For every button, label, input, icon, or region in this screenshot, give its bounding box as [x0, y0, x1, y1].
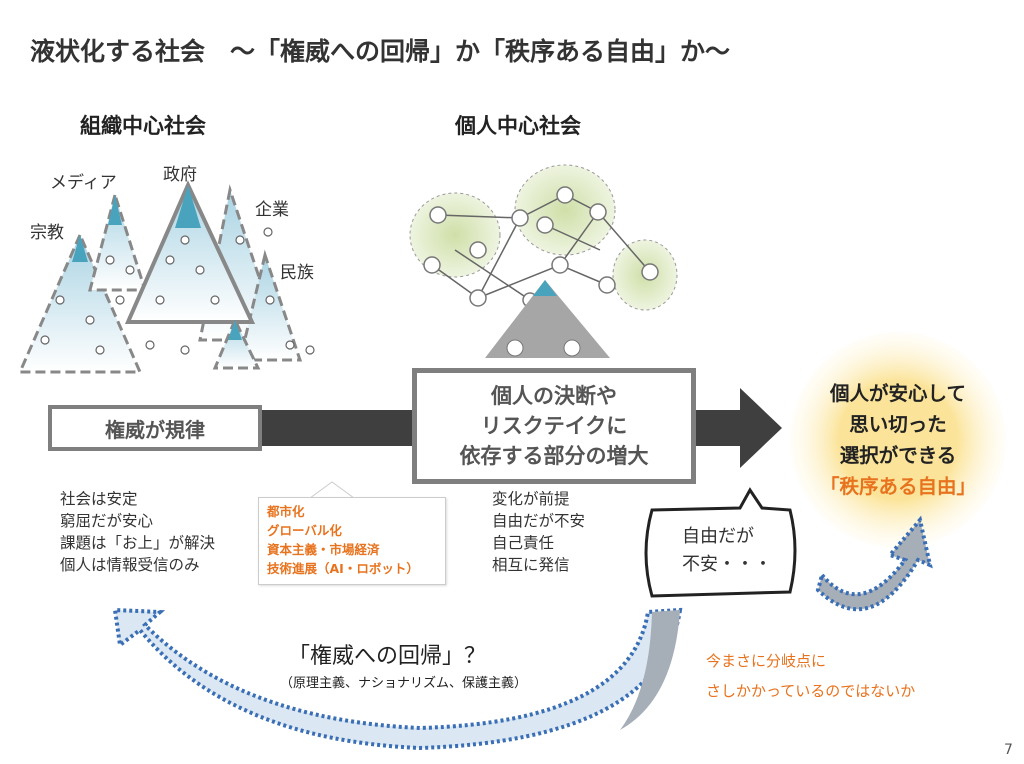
trait: 窮屈だが安心 [60, 512, 154, 530]
goal-circle [790, 332, 1006, 548]
driver: 都市化 [267, 504, 305, 519]
small-pyramid [485, 280, 610, 358]
label-corporate: 企業 [255, 200, 289, 220]
label-religion: 宗教 [30, 223, 64, 243]
individual-decision-box: 個人の決断や リスクテイクに 依存する部分の増大 [412, 368, 696, 484]
trait: 社会は安定 [60, 490, 138, 508]
goal-line: 思い切った [849, 413, 947, 436]
individual-nodes [423, 186, 659, 308]
slide-title: 液状化する社会 ～「権威への回帰」か「秩序ある自由」か～ [30, 37, 731, 66]
trait: 課題は「お上」が解決 [60, 534, 216, 552]
page-number: 7 [1004, 742, 1013, 758]
drivers-box: 都市化 グローバル化 資本主義・市場経済 技術進展（AI・ロボット） [258, 497, 446, 585]
note-line: さしかかっているのではないか [706, 682, 916, 700]
regression-sub: （原理主義、ナショナリズム、保護主義） [280, 676, 528, 691]
label-government: 政府 [163, 165, 197, 185]
box-line: 依存する部分の増大 [459, 444, 649, 468]
driver: 資本主義・市場経済 [267, 542, 380, 557]
box-line: リスクテイクに [480, 414, 628, 438]
organization-society-heading: 組織中心社会 [80, 114, 206, 138]
trait: 変化が前提 [492, 490, 570, 508]
box-line: 個人の決断や [491, 384, 617, 408]
progress-arrow [815, 515, 933, 612]
bubble-line: 不安・・・ [682, 554, 772, 575]
goal-text: 個人が安心して 思い切った 選択ができる 「秩序ある自由」 [790, 362, 1006, 518]
speech-bubble: 自由だが 不安・・・ [640, 508, 800, 594]
government-pyramid [124, 180, 256, 324]
label-ethnicity: 民族 [280, 263, 314, 283]
speech-bubble-shape [644, 487, 797, 598]
trait: 自由だが不安 [492, 512, 586, 530]
goal-line: 個人が安心して [830, 382, 966, 405]
trait: 個人は情報受信のみ [60, 556, 200, 574]
regression-arrow [112, 607, 683, 751]
individual-traits: 変化が前提 自由だが不安 自己責任 相互に発信 [492, 488, 585, 576]
trait: 自己責任 [492, 534, 555, 552]
organization-traits: 社会は安定 窮屈だが安心 課題は「お上」が解決 個人は情報受信のみ [60, 488, 215, 576]
goal-highlight: 「秩序ある自由」 [819, 475, 976, 498]
member-nodes [40, 227, 315, 355]
note-line: 今まさに分岐点に [706, 652, 827, 670]
organization-pyramids [17, 184, 303, 374]
driver: グローバル化 [267, 523, 342, 538]
authority-box: 権威が規律 [48, 405, 262, 451]
bubble-line: 自由だが [682, 526, 754, 547]
transition-arrow-head [740, 388, 782, 468]
trait: 相互に発信 [492, 556, 570, 574]
individual-society-heading: 個人中心社会 [455, 114, 581, 138]
driver: 技術進展（AI・ロボット） [267, 561, 419, 576]
regression-label: 「権威への回帰」？ [288, 644, 487, 669]
label-media: メディア [50, 173, 117, 193]
branch-note: 今まさに分岐点に さしかかっているのではないか [706, 646, 915, 706]
goal-line: 選択ができる [839, 444, 957, 467]
